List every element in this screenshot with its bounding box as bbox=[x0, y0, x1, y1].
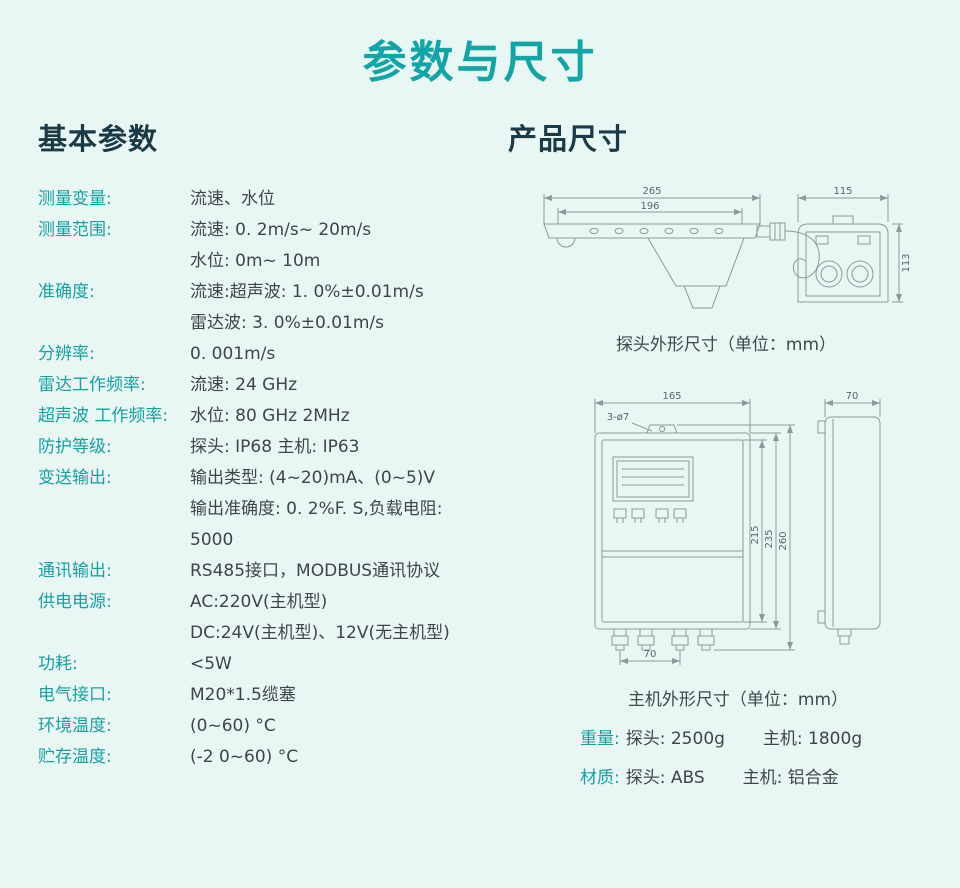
param-row: 分辨率: 0. 001m/s bbox=[38, 339, 490, 370]
param-label: 分辨率: bbox=[38, 344, 95, 364]
param-row: 贮存温度: (-2 0~60) °C bbox=[38, 742, 490, 773]
param-table: 测量变量: 流速、水位 测量范围: 流速: 0. 2m/s~ 20m/s 水位:… bbox=[38, 184, 490, 773]
param-value: 水位: 80 GHz 2MHz bbox=[190, 406, 350, 426]
host-caption: 主机外形尺寸（单位：mm） bbox=[627, 690, 849, 710]
param-values: 水位: 80 GHz 2MHz bbox=[190, 401, 490, 432]
material-label: 材质: bbox=[580, 768, 620, 788]
material-host: 主机: 铝合金 bbox=[742, 768, 839, 788]
param-value: 水位: 0m~ 10m bbox=[190, 251, 321, 271]
param-value: (0~60) °C bbox=[190, 716, 276, 736]
probe-dim-113: 113 bbox=[901, 253, 912, 272]
param-label: 超声波 工作频率: bbox=[38, 406, 169, 426]
param-label: 贮存温度: bbox=[38, 747, 112, 767]
host-dim-70-bottom: 70 bbox=[644, 649, 657, 660]
product-dims-section: 产品尺寸 bbox=[490, 100, 960, 788]
param-value: M20*1.5缆塞 bbox=[190, 685, 296, 705]
param-value: 流速、水位 bbox=[190, 189, 275, 209]
param-values: RS485接口，MODBUS通讯协议 bbox=[190, 556, 490, 587]
param-values: 流速、水位 bbox=[190, 184, 490, 215]
param-value: RS485接口，MODBUS通讯协议 bbox=[190, 561, 441, 581]
param-value: 输出类型: (4~20)mA、(0~5)V bbox=[190, 468, 436, 488]
param-label: 变送输出: bbox=[38, 468, 112, 488]
probe-caption: 探头外形尺寸（单位：mm） bbox=[615, 335, 837, 355]
param-row: 供电电源: AC:220V(主机型) DC:24V(主机型)、12V(无主机型) bbox=[38, 587, 490, 649]
param-values: 0. 001m/s bbox=[190, 339, 490, 370]
param-label: 通讯输出: bbox=[38, 561, 112, 581]
host-drawing-block: 165 3-ø7 215 235 260 70 70 主机外形尺寸（单位：mm） bbox=[580, 389, 896, 710]
basic-params-section: 基本参数 测量变量: 流速、水位 测量范围: 流速: 0. 2m/s~ 20m/… bbox=[38, 100, 490, 788]
param-value: (-2 0~60) °C bbox=[190, 747, 299, 767]
param-row: 防护等级: 探头: IP68 主机: IP63 bbox=[38, 432, 490, 463]
param-value: <5W bbox=[190, 654, 232, 674]
param-row: 测量范围: 流速: 0. 2m/s~ 20m/s 水位: 0m~ 10m bbox=[38, 215, 490, 277]
host-dim-215: 215 bbox=[750, 525, 761, 544]
page-title: 参数与尺寸 bbox=[362, 37, 598, 88]
spec-page: 参数与尺寸 基本参数 测量变量: 流速、水位 测量范围: 流速: 0. 2m/s… bbox=[0, 26, 960, 788]
param-values: 流速: 0. 2m/s~ 20m/s 水位: 0m~ 10m bbox=[190, 215, 490, 277]
param-row: 电气接口: M20*1.5缆塞 bbox=[38, 680, 490, 711]
host-holes-label: 3-ø7 bbox=[607, 412, 629, 423]
param-label: 防护等级: bbox=[38, 437, 112, 457]
param-label: 环境温度: bbox=[38, 716, 112, 736]
basic-params-heading: 基本参数 bbox=[38, 122, 159, 156]
host-dim-70-side: 70 bbox=[846, 391, 859, 402]
param-values: 流速:超声波: 1. 0%±0.01m/s 雷达波: 3. 0%±0.01m/s bbox=[190, 277, 490, 339]
param-value: 0. 001m/s bbox=[190, 344, 276, 364]
weight-label: 重量: bbox=[580, 729, 620, 749]
param-value: DC:24V(主机型)、12V(无主机型) bbox=[190, 623, 450, 643]
host-dim-260: 260 bbox=[778, 531, 789, 550]
param-values: (0~60) °C bbox=[190, 711, 490, 742]
host-dim-235: 235 bbox=[764, 529, 775, 548]
product-dims-heading: 产品尺寸 bbox=[508, 122, 629, 156]
param-value: 雷达波: 3. 0%±0.01m/s bbox=[190, 313, 384, 333]
param-label: 测量变量: bbox=[38, 189, 112, 209]
material-row: 材质: 探头: ABS 主机: 铝合金 bbox=[580, 763, 960, 788]
param-values: 探头: IP68 主机: IP63 bbox=[190, 432, 490, 463]
probe-dim-196: 196 bbox=[640, 201, 659, 212]
param-label: 供电电源: bbox=[38, 592, 112, 612]
param-row: 超声波 工作频率: 水位: 80 GHz 2MHz bbox=[38, 401, 490, 432]
param-label: 测量范围: bbox=[38, 220, 112, 240]
param-label: 功耗: bbox=[38, 654, 78, 674]
param-values: (-2 0~60) °C bbox=[190, 742, 490, 773]
content-columns: 基本参数 测量变量: 流速、水位 测量范围: 流速: 0. 2m/s~ 20m/… bbox=[0, 100, 960, 788]
param-row: 通讯输出: RS485接口，MODBUS通讯协议 bbox=[38, 556, 490, 587]
param-value: 探头: IP68 主机: IP63 bbox=[190, 437, 360, 457]
material-probe: 探头: ABS bbox=[625, 768, 705, 788]
param-label: 电气接口: bbox=[38, 685, 112, 705]
param-row: 准确度: 流速:超声波: 1. 0%±0.01m/s 雷达波: 3. 0%±0.… bbox=[38, 277, 490, 339]
weight-row: 重量: 探头: 2500g 主机: 1800g bbox=[580, 724, 960, 749]
param-values: M20*1.5缆塞 bbox=[190, 680, 490, 711]
probe-side-view bbox=[543, 194, 820, 309]
param-label: 雷达工作频率: bbox=[38, 375, 146, 395]
param-row: 变送输出: 输出类型: (4~20)mA、(0~5)V 输出准确度: 0. 2%… bbox=[38, 463, 490, 556]
param-values: <5W bbox=[190, 649, 490, 680]
host-dim-165: 165 bbox=[662, 391, 681, 402]
param-values: AC:220V(主机型) DC:24V(主机型)、12V(无主机型) bbox=[190, 587, 490, 649]
probe-dim-115: 115 bbox=[833, 186, 852, 197]
param-row: 功耗: <5W bbox=[38, 649, 490, 680]
weight-host: 主机: 1800g bbox=[762, 729, 863, 749]
param-values: 输出类型: (4~20)mA、(0~5)V 输出准确度: 0. 2%F. S,负… bbox=[190, 463, 490, 556]
probe-dim-265: 265 bbox=[642, 186, 661, 197]
param-value: AC:220V(主机型) bbox=[190, 592, 328, 612]
param-row: 环境温度: (0~60) °C bbox=[38, 711, 490, 742]
param-value: 流速: 0. 2m/s~ 20m/s bbox=[190, 220, 372, 240]
probe-drawing-block: 265 196 115 113 探头外形尺寸（单位：mm） bbox=[536, 184, 916, 355]
param-row: 测量变量: 流速、水位 bbox=[38, 184, 490, 215]
probe-end-view bbox=[797, 194, 903, 303]
param-label: 准确度: bbox=[38, 282, 95, 302]
param-value: 流速: 24 GHz bbox=[190, 375, 298, 395]
probe-drawing: 265 196 115 113 bbox=[543, 186, 912, 309]
param-value: 流速:超声波: 1. 0%±0.01m/s bbox=[190, 282, 424, 302]
param-values: 流速: 24 GHz bbox=[190, 370, 490, 401]
host-side-view bbox=[817, 399, 881, 645]
weight-probe: 探头: 2500g bbox=[625, 729, 725, 749]
host-front-view bbox=[594, 399, 795, 665]
param-value: 输出准确度: 0. 2%F. S,负载电阻: 5000 bbox=[190, 499, 443, 550]
param-row: 雷达工作频率: 流速: 24 GHz bbox=[38, 370, 490, 401]
host-drawing: 165 3-ø7 215 235 260 70 70 bbox=[594, 391, 881, 665]
